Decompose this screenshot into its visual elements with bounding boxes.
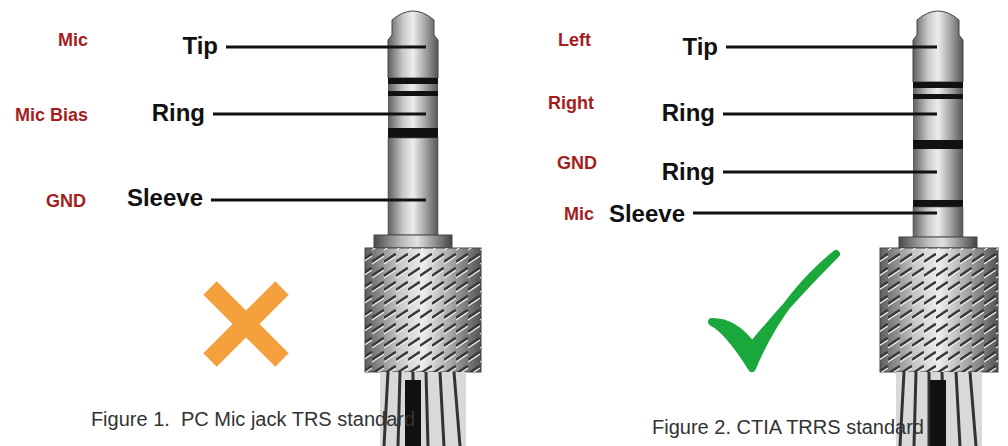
contact-name: Tip (182, 32, 218, 60)
leader-line (211, 47, 937, 213)
signal-name: Mic (564, 204, 594, 225)
contact-name: Ring (152, 99, 205, 127)
signal-name: GND (46, 191, 86, 212)
trs-plug (365, 11, 481, 446)
check-mark (712, 254, 836, 368)
figure-caption: Figure 2. CTIA TRRS standard (652, 416, 924, 439)
figure-caption: Figure 1. PC Mic jack TRS standard (91, 408, 415, 431)
signal-name: Left (558, 30, 591, 51)
contact-name: Tip (682, 33, 718, 61)
trrs-plug (880, 11, 998, 446)
signal-name: Mic Bias (15, 105, 88, 126)
contact-name: Sleeve (127, 184, 203, 212)
signal-name: GND (557, 153, 597, 174)
cross-mark (210, 288, 282, 360)
signal-name: Right (548, 93, 594, 114)
contact-name: Ring (662, 158, 715, 186)
contact-name: Ring (662, 99, 715, 127)
signal-name: Mic (58, 30, 88, 51)
contact-name: Sleeve (609, 200, 685, 228)
